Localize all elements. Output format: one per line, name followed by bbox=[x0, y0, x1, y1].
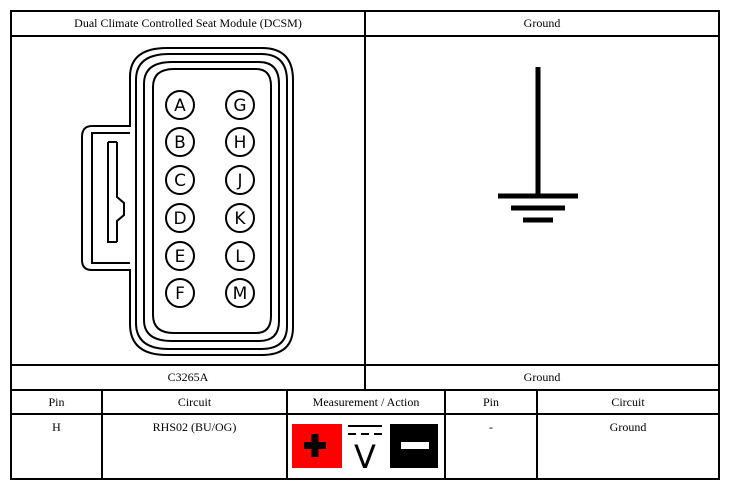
pin-label-j: J bbox=[236, 171, 242, 191]
pin-label-m: M bbox=[233, 284, 248, 304]
row-circuit-2: Ground bbox=[609, 420, 647, 434]
dc-voltage-icon bbox=[348, 425, 382, 435]
voltmeter-measurement-icon: V bbox=[292, 424, 438, 472]
table-col-divider-3 bbox=[444, 389, 446, 480]
ground-header: Ground bbox=[523, 16, 561, 30]
connector-face-diagram: A B C D E F G H J K L M bbox=[81, 47, 294, 356]
table-col-divider-4 bbox=[536, 389, 538, 480]
module-header: Dual Climate Controlled Seat Module (DCS… bbox=[74, 16, 302, 30]
table-header-top bbox=[10, 389, 720, 391]
pin-label-f: F bbox=[175, 284, 185, 304]
col-header-measurement: Measurement / Action bbox=[312, 394, 420, 409]
connector-id: C3265A bbox=[167, 370, 209, 384]
pin-label-l: L bbox=[235, 247, 245, 267]
col-header-pin-2: Pin bbox=[482, 394, 499, 409]
pin-label-k: K bbox=[234, 209, 246, 229]
row-circuit: RHS02 (BU/OG) bbox=[152, 420, 237, 434]
connector-housing bbox=[81, 47, 294, 356]
table-col-divider-2 bbox=[286, 389, 288, 480]
table-header-bottom bbox=[10, 413, 720, 415]
row-pin: H bbox=[52, 420, 61, 434]
pin-label-g: G bbox=[233, 96, 246, 116]
col-header-circuit: Circuit bbox=[177, 394, 212, 409]
row-pin-2: - bbox=[489, 420, 493, 434]
pin-label-c: C bbox=[174, 171, 186, 191]
pin-label-a: A bbox=[174, 96, 186, 116]
pin-cavities-right bbox=[225, 90, 255, 308]
ground-symbol-icon bbox=[498, 67, 578, 223]
col-header-circuit-2: Circuit bbox=[611, 394, 645, 409]
table-col-divider-1 bbox=[101, 389, 103, 480]
pin-label-b: B bbox=[174, 133, 186, 153]
pin-cavities-left bbox=[165, 90, 195, 308]
col-header-pin: Pin bbox=[48, 394, 65, 409]
pin-label-d: D bbox=[173, 209, 186, 229]
ground-footer: Ground bbox=[523, 370, 561, 384]
center-divider bbox=[364, 10, 366, 390]
pin-label-h: H bbox=[234, 133, 247, 153]
voltage-symbol: V bbox=[354, 438, 376, 472]
pin-label-e: E bbox=[175, 247, 186, 267]
